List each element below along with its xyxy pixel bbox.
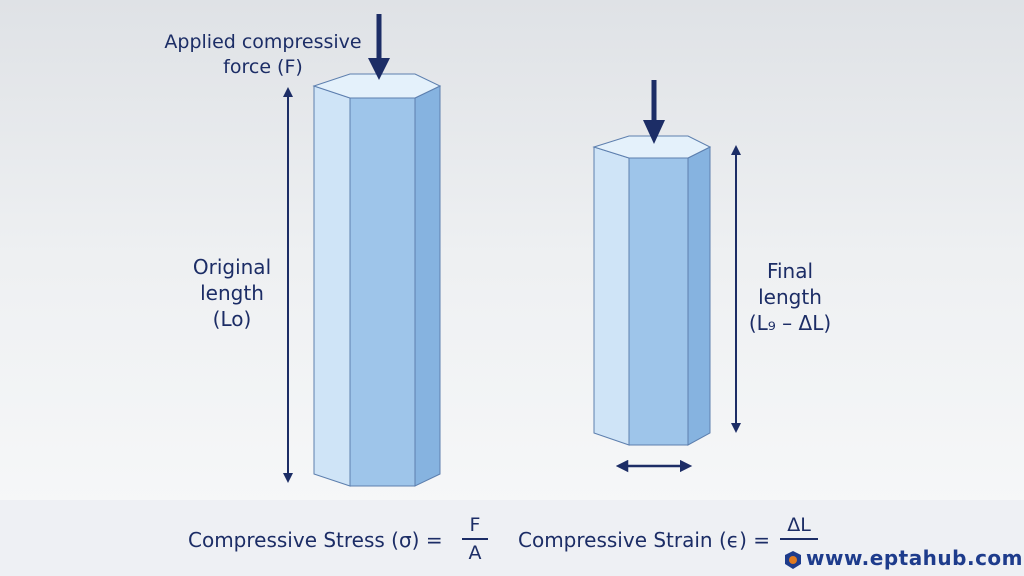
strain-numerator: ΔL <box>787 514 811 536</box>
stress-fraction: F A <box>462 514 488 564</box>
stress-fraction-bar <box>462 538 488 540</box>
original-column-front-face <box>349 97 416 487</box>
original-column <box>312 73 442 487</box>
stress-denominator: A <box>468 542 482 564</box>
original-column-right-face <box>414 85 441 487</box>
force-arrow-compressed <box>643 80 665 144</box>
force-label: Applied compressive force (F) <box>164 31 362 78</box>
strain-formula-label: Compressive Strain (ϵ) = <box>518 528 770 552</box>
strain-fraction: ΔL Lo <box>780 514 818 564</box>
force-arrow-original <box>368 14 390 80</box>
eptahub-logo-icon <box>785 551 801 569</box>
stress-numerator: F <box>469 514 481 536</box>
compressed-column-top-face <box>592 135 712 159</box>
original-length-label: Original length (Lo) <box>192 255 272 331</box>
original-column-top-face <box>312 73 442 99</box>
compressed-column <box>592 135 712 446</box>
stress-formula-label: Compressive Stress (σ) = <box>188 528 443 552</box>
compressed-column-left-face <box>593 146 630 446</box>
strain-fraction-bar <box>780 538 818 540</box>
watermark-text: www.eptahub.com <box>806 546 1024 570</box>
compressed-column-front-face <box>628 157 689 446</box>
original-column-left-face <box>313 85 351 487</box>
final-length-label: Final length (L₉ – ΔL) <box>748 259 832 335</box>
formula-bar <box>0 500 1024 576</box>
compressed-column-right-face <box>687 146 711 446</box>
